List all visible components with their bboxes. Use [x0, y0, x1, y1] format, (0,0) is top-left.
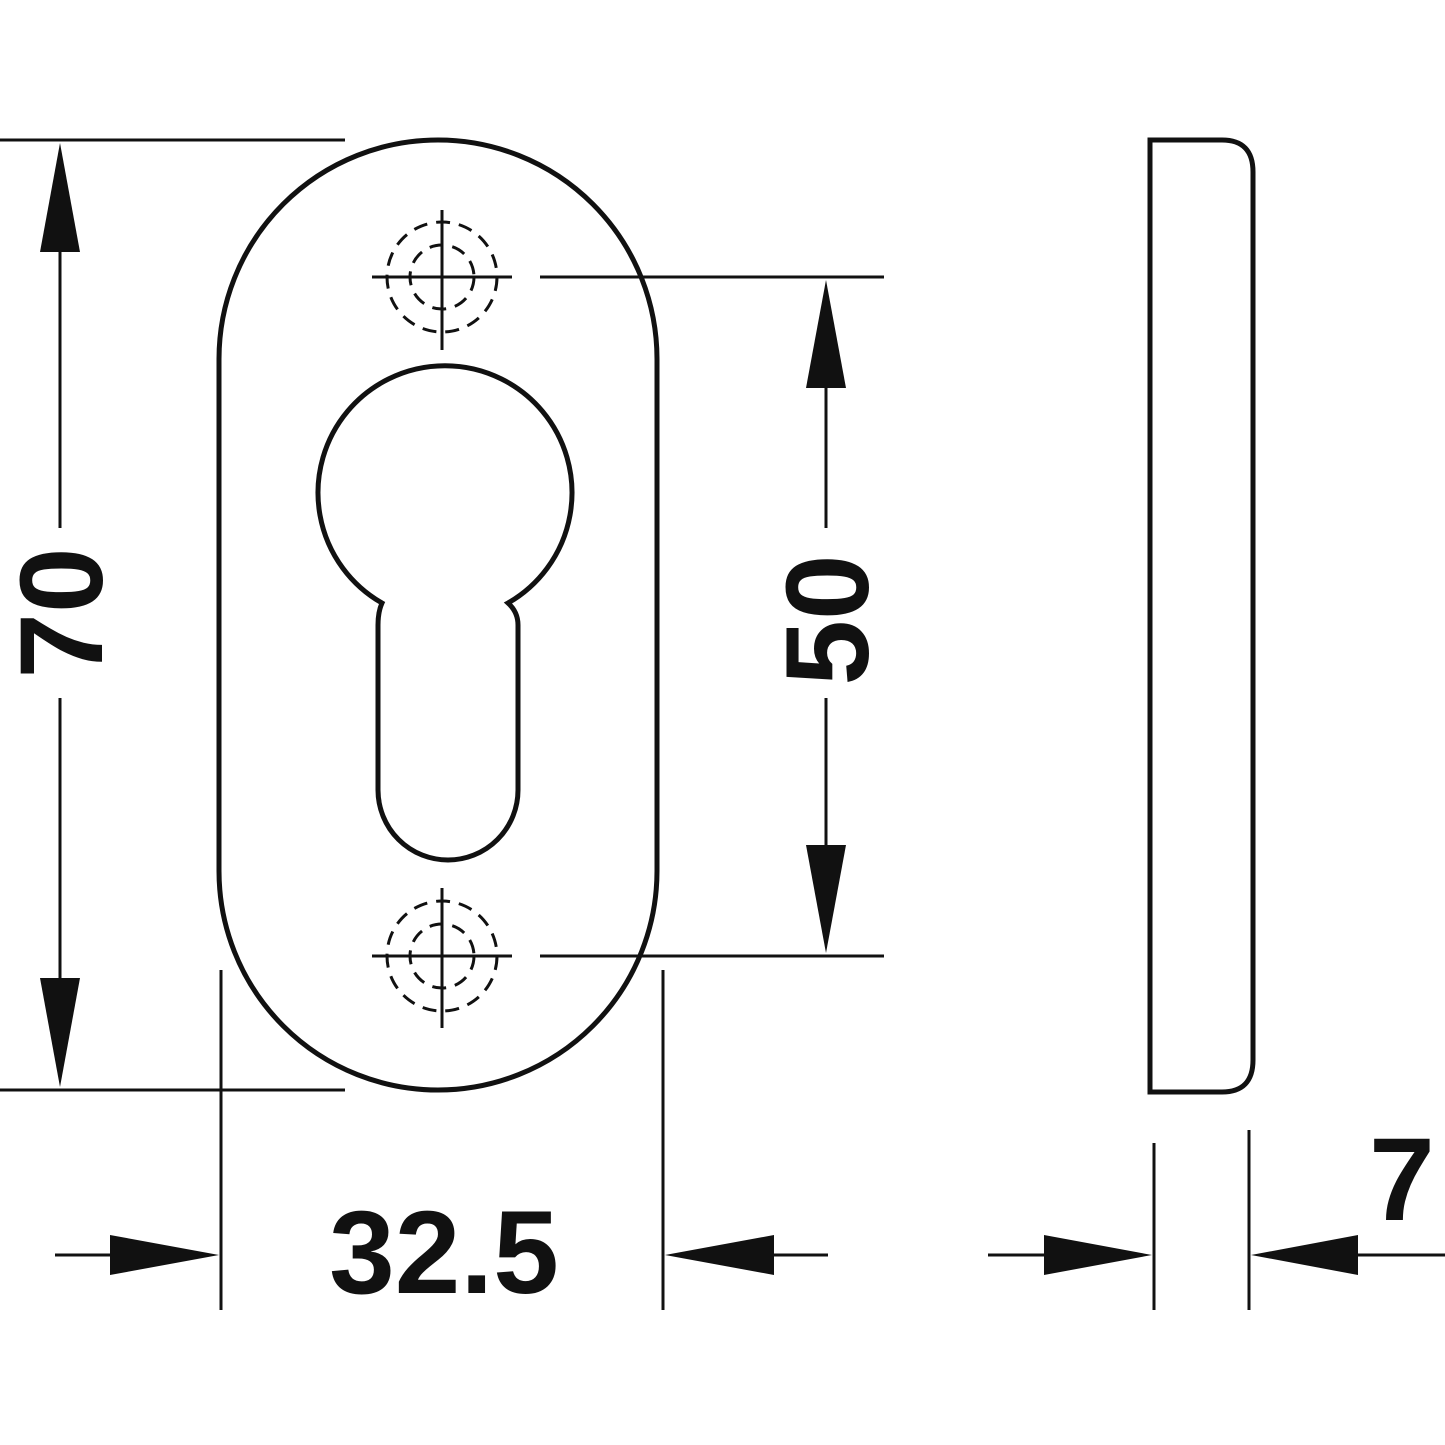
hole-spacing-dimension: 50 — [540, 275, 894, 958]
thickness-label: 7 — [1369, 1114, 1435, 1246]
height-label: 70 — [0, 547, 128, 678]
arrow-right — [110, 1235, 219, 1275]
arrow-down — [40, 978, 80, 1087]
width-dimension: 32.5 — [55, 970, 828, 1319]
arrow-left — [1251, 1235, 1358, 1275]
side-profile — [1147, 137, 1256, 1095]
arrow-right — [1044, 1235, 1152, 1275]
screw-hole-top — [372, 210, 512, 350]
escutcheon-front-view — [216, 137, 660, 1093]
screw-hole-bottom — [372, 888, 512, 1028]
hole-spacing-label: 50 — [762, 554, 894, 685]
arrow-up — [806, 280, 846, 388]
escutcheon-outline — [216, 137, 660, 1093]
arrow-left — [665, 1235, 774, 1275]
arrow-up — [40, 143, 80, 252]
escutcheon-side-view — [1147, 137, 1256, 1095]
width-label: 32.5 — [329, 1187, 559, 1319]
keyhole-cutout — [315, 363, 575, 863]
thickness-dimension: 7 — [988, 1114, 1445, 1310]
height-dimension: 70 — [0, 138, 345, 1092]
arrow-down — [806, 845, 846, 953]
